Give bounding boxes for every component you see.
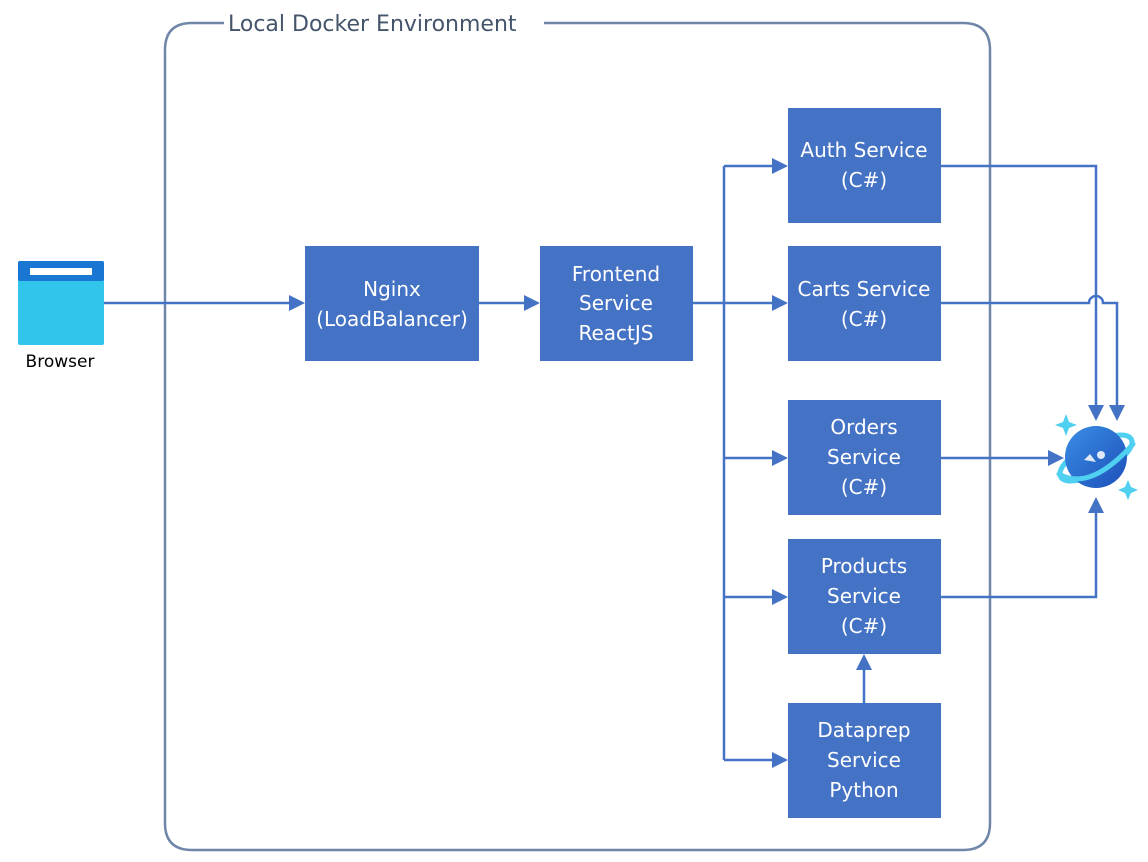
nginx-label-line-2: (LoadBalancer) [316, 307, 468, 331]
dataprep-label-line-2: Service [827, 748, 901, 772]
carts-label-line-1: Carts Service [798, 277, 931, 301]
frontend-service[interactable]: Frontend Service ReactJS [540, 246, 693, 361]
connector-products-db [941, 510, 1098, 599]
products-service[interactable]: Products Service (C#) [788, 539, 941, 654]
dataprep-label-line-3: Python [829, 778, 898, 802]
cosmos-db-icon[interactable] [1054, 414, 1139, 500]
orders-service[interactable]: Orders Service (C#) [788, 400, 941, 515]
auth-service[interactable]: Auth Service (C#) [788, 108, 941, 223]
products-label-line-2: Service [827, 584, 901, 608]
products-label-line-3: (C#) [841, 614, 887, 638]
auth-label-line-2: (C#) [841, 168, 887, 192]
orders-label-line-1: Orders [830, 415, 897, 439]
browser-icon[interactable] [18, 261, 104, 345]
nginx-service[interactable]: Nginx (LoadBalancer) [305, 246, 479, 361]
carts-label-line-2: (C#) [841, 307, 887, 331]
connectors [104, 158, 1125, 768]
frontend-label-line-1: Frontend [572, 262, 660, 286]
connector-carts-db [941, 294, 1119, 408]
auth-label-line-1: Auth Service [800, 138, 927, 162]
frontend-label-line-2: Service [579, 291, 653, 315]
orders-label-line-3: (C#) [841, 475, 887, 499]
nginx-label-line-1: Nginx [363, 277, 421, 301]
carts-service[interactable]: Carts Service (C#) [788, 246, 941, 361]
environment-title: Local Docker Environment [228, 12, 517, 37]
orders-label-line-2: Service [827, 445, 901, 469]
browser-label: Browser [26, 352, 95, 372]
products-label-line-1: Products [821, 554, 907, 578]
dataprep-service[interactable]: Dataprep Service Python [788, 703, 941, 818]
connector-auth-db [941, 164, 1098, 408]
frontend-label-line-3: ReactJS [579, 321, 654, 345]
dataprep-label-line-1: Dataprep [817, 718, 910, 742]
environment-container [163, 21, 992, 852]
